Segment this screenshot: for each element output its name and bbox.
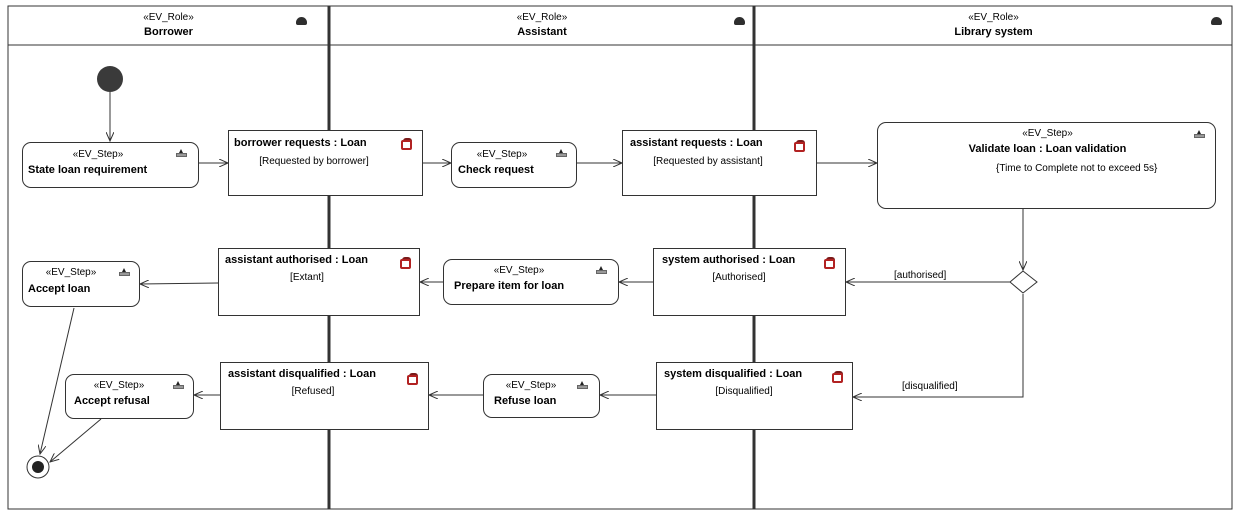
action-name: Check request <box>458 164 534 176</box>
action-stereotype: «EV_Step» <box>72 149 124 160</box>
event-step-icon <box>577 381 588 390</box>
actor-role-icon <box>734 17 745 25</box>
guard-disqualified: [disqualified] <box>902 381 958 392</box>
object-borrower-requests[interactable]: borrower requests : Loan [Requested by b… <box>228 130 423 196</box>
action-name: State loan requirement <box>28 164 148 176</box>
action-prepare-item-for-loan[interactable]: «EV_Step» Prepare item for loan <box>443 259 619 305</box>
lane-assistant-header: «EV_Role» Assistant <box>330 6 754 45</box>
action-refuse-loan[interactable]: «EV_Step» Refuse loan <box>483 374 600 418</box>
object-name: assistant disqualified : Loan <box>228 368 376 380</box>
action-name: Accept loan <box>28 283 91 295</box>
action-stereotype: «EV_Step» <box>45 267 97 278</box>
object-state: [Refused] <box>291 386 335 397</box>
object-node-icon <box>822 256 837 271</box>
object-system-authorised[interactable]: system authorised : Loan [Authorised] <box>653 248 846 316</box>
object-name: assistant requests : Loan <box>630 137 763 149</box>
action-constraint: {Time to Complete not to exceed 5s} <box>996 163 1158 174</box>
action-name: Prepare item for loan <box>454 280 565 292</box>
object-assistant-authorised[interactable]: assistant authorised : Loan [Extant] <box>218 248 420 316</box>
lane-name: Library system <box>954 26 1033 38</box>
flow-accept-refusal-to-final <box>50 418 102 462</box>
object-node-icon <box>398 256 413 271</box>
lane-borrower-header: «EV_Role» Borrower <box>8 6 329 45</box>
action-accept-loan[interactable]: «EV_Step» Accept loan <box>22 261 140 307</box>
action-stereotype: «EV_Step» <box>493 265 545 276</box>
object-state: [Requested by borrower] <box>259 156 369 167</box>
object-name: system authorised : Loan <box>662 254 796 266</box>
object-node-icon <box>399 137 414 152</box>
event-step-icon <box>556 149 567 158</box>
action-accept-refusal[interactable]: «EV_Step» Accept refusal <box>65 374 194 419</box>
action-name: Accept refusal <box>74 395 150 407</box>
action-stereotype: «EV_Step» <box>1022 128 1073 139</box>
object-name: assistant authorised : Loan <box>225 254 369 266</box>
lane-name: Borrower <box>144 26 193 38</box>
object-name: system disqualified : Loan <box>664 368 803 380</box>
action-stereotype: «EV_Step» <box>476 149 528 160</box>
object-node-icon <box>405 372 420 387</box>
object-state: [Extant] <box>290 272 324 283</box>
guard-authorised: [authorised] <box>894 270 947 281</box>
lane-name: Assistant <box>517 26 567 38</box>
event-step-icon <box>119 268 130 277</box>
object-system-disqualified[interactable]: system disqualified : Loan [Disqualified… <box>656 362 853 430</box>
final-node-core <box>32 461 44 473</box>
action-validate-loan[interactable]: «EV_Step» Validate loan : Loan validatio… <box>877 122 1216 209</box>
actor-role-icon <box>296 17 307 25</box>
diagram-frame <box>7 5 1233 510</box>
object-name: borrower requests : Loan <box>234 137 367 149</box>
object-node-icon <box>830 370 845 385</box>
lane-stereotype: «EV_Role» <box>143 12 194 23</box>
flow-assistant-authorised-to-accept-loan <box>140 283 219 284</box>
object-assistant-requests[interactable]: assistant requests : Loan [Requested by … <box>622 130 817 196</box>
object-node-icon <box>792 139 807 154</box>
flow-decision-to-system-disqualified <box>853 294 1024 397</box>
action-stereotype: «EV_Step» <box>505 380 557 391</box>
action-check-request[interactable]: «EV_Step» Check request <box>451 142 577 188</box>
event-step-icon <box>596 266 607 275</box>
action-state-loan-requirement[interactable]: «EV_Step» State loan requirement <box>22 142 199 188</box>
decision-node <box>1009 270 1038 294</box>
object-assistant-disqualified[interactable]: assistant disqualified : Loan [Refused] <box>220 362 429 430</box>
object-state: [Disqualified] <box>715 386 773 397</box>
event-step-icon <box>176 149 187 158</box>
object-state: [Authorised] <box>712 272 766 283</box>
action-stereotype: «EV_Step» <box>93 380 145 391</box>
lane-stereotype: «EV_Role» <box>516 12 568 23</box>
action-name: Validate loan : Loan validation <box>968 143 1127 155</box>
lane-library-system-header: «EV_Role» Library system <box>755 6 1232 45</box>
event-step-icon <box>173 381 184 390</box>
initial-node <box>97 66 123 92</box>
object-state: [Requested by assistant] <box>653 156 763 167</box>
event-step-icon <box>1194 130 1205 139</box>
flow-accept-loan-to-final <box>40 307 75 454</box>
lane-stereotype: «EV_Role» <box>968 12 1019 23</box>
actor-role-icon <box>1211 17 1222 25</box>
action-name: Refuse loan <box>494 395 557 407</box>
